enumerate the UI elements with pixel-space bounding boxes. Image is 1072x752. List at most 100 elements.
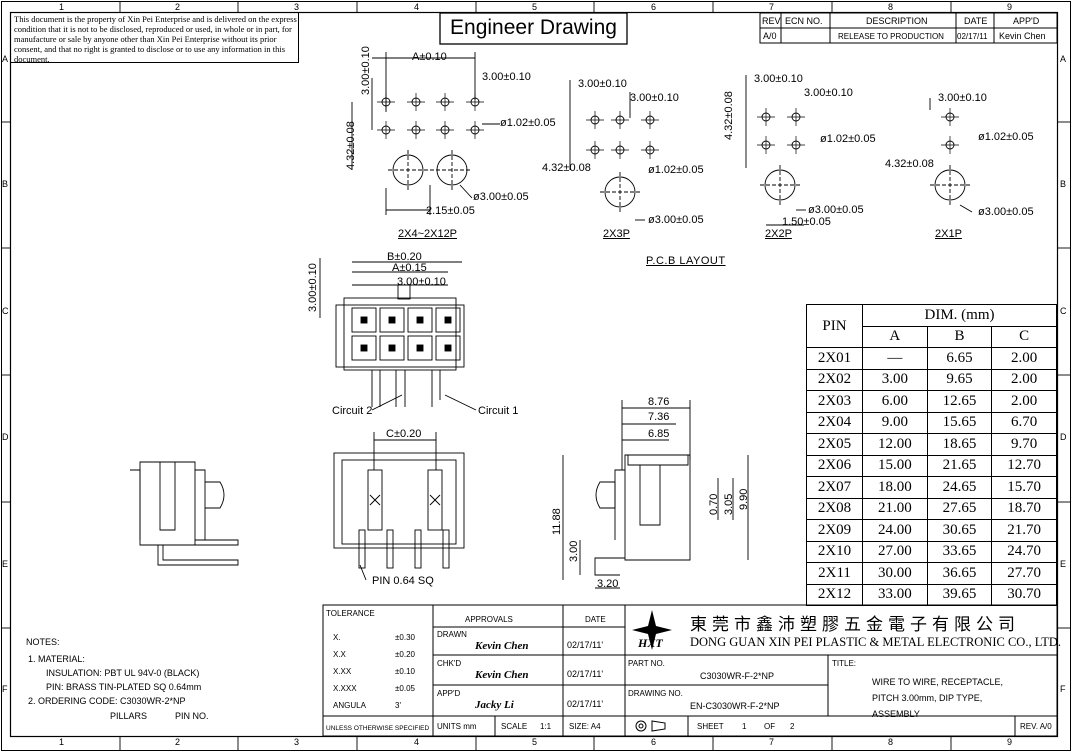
dim-cell: 21.70 bbox=[991, 519, 1057, 542]
side-dim-0-70: 0.70 bbox=[708, 493, 720, 515]
appd-signature: Jacky Li bbox=[475, 699, 514, 711]
grid-column-label: 4 bbox=[414, 2, 420, 12]
title-line-2: PITCH 3.00mm, DIP TYPE, bbox=[872, 693, 983, 703]
dim-cell: 24.70 bbox=[991, 540, 1057, 563]
dim-cell: 9.70 bbox=[991, 433, 1057, 456]
part-no-value: C3030WR-F-2*NP bbox=[700, 671, 775, 681]
company-english-name: DONG GUAN XIN PEI PLASTIC & METAL ELECTR… bbox=[690, 635, 1061, 649]
pcb-c-dim-pitch-2: 3.00±0.10 bbox=[804, 87, 853, 99]
tolerance-class: ANGULA bbox=[333, 701, 366, 710]
pcb-b-label: 2X3P bbox=[603, 228, 630, 240]
pcb-a-dim-pitch: 3.00±0.10 bbox=[482, 71, 531, 83]
pcb-b-dim-pitch-1: 3.00±0.10 bbox=[578, 78, 627, 90]
dim-cell: 36.65 bbox=[926, 562, 993, 585]
grid-column-label: 2 bbox=[175, 737, 181, 747]
pin-cell: 2X06 bbox=[806, 454, 863, 477]
pcb-d-label: 2X1P bbox=[935, 228, 962, 240]
dim-cell: 24.00 bbox=[862, 519, 928, 542]
side-dim-9-90: 9.90 bbox=[738, 488, 750, 510]
grid-row-label: F bbox=[2, 684, 8, 694]
dim-cell: 12.00 bbox=[862, 433, 928, 456]
pcb-c-label: 2X2P bbox=[765, 228, 792, 240]
rev-value: A/0 bbox=[763, 31, 777, 41]
tolerance-class: X. bbox=[333, 633, 341, 642]
col-c-header: C bbox=[991, 325, 1057, 348]
pcb-a-dim-peg: ø3.00±0.05 bbox=[473, 191, 529, 203]
grid-column-label: 9 bbox=[1007, 737, 1013, 747]
grid-column-label: 6 bbox=[651, 2, 657, 12]
grid-column-label: 5 bbox=[532, 2, 538, 12]
rev-block-value: REV. A/0 bbox=[1020, 722, 1052, 731]
pcb-c-dim-offset: 1.50±0.05 bbox=[782, 216, 831, 228]
tolerance-class: X.XXX bbox=[333, 684, 357, 693]
size-value: SIZE: A4 bbox=[569, 722, 601, 731]
notes-header: NOTES: bbox=[26, 637, 60, 647]
grid-column-label: 5 bbox=[532, 737, 538, 747]
dim-header: DIM. (mm) bbox=[862, 304, 1057, 327]
pin-cell: 2X09 bbox=[806, 519, 863, 542]
dim-cell: 18.00 bbox=[862, 476, 928, 499]
grid-column-label: 7 bbox=[769, 2, 775, 12]
tolerance-header: TOLERANCE bbox=[326, 609, 375, 618]
dim-cell: 12.65 bbox=[926, 390, 993, 413]
dim-cell: 30.00 bbox=[862, 562, 928, 585]
grid-column-label: 3 bbox=[294, 737, 300, 747]
appd-label: APP'D bbox=[437, 689, 461, 698]
dim-cell: 2.00 bbox=[991, 368, 1057, 391]
tolerance-value: ±0.10 bbox=[395, 667, 415, 676]
dim-cell: 15.70 bbox=[991, 476, 1057, 499]
pin-cell: 2X02 bbox=[806, 368, 863, 391]
approvals-date-header: DATE bbox=[585, 615, 606, 624]
notes-insulation: INSULATION: PBT UL 94V-0 (BLACK) bbox=[46, 668, 200, 678]
chkd-signature: Kevin Chen bbox=[475, 669, 529, 681]
front-dim-b: B±0.20 bbox=[387, 251, 422, 263]
side-dim-7-36: 7.36 bbox=[648, 411, 670, 423]
pcb-d-dim-height: 4.32±0.08 bbox=[885, 158, 934, 170]
grid-row-label: A bbox=[2, 54, 9, 64]
dim-cell: 30.70 bbox=[991, 583, 1057, 606]
front-dim-a: A±0.15 bbox=[392, 262, 427, 274]
pcb-b-dim-pitch-2: 3.00±0.10 bbox=[630, 92, 679, 104]
chkd-label: CHK'D bbox=[437, 659, 462, 668]
pcb-a-dim-a: A±0.10 bbox=[412, 51, 447, 63]
pcb-d-dim-hole: ø1.02±0.05 bbox=[978, 131, 1034, 143]
dim-cell: 9.65 bbox=[926, 368, 993, 391]
units-value: UNITS mm bbox=[437, 722, 477, 731]
dim-cell: 27.70 bbox=[991, 562, 1057, 585]
notes-pin-no: PIN NO. bbox=[175, 711, 209, 721]
drawn-signature: Kevin Chen bbox=[475, 640, 529, 652]
tolerance-value: ±0.05 bbox=[395, 684, 415, 693]
title-label: TITLE: bbox=[832, 659, 857, 668]
grid-column-label: 2 bbox=[175, 2, 181, 12]
scale-value: 1:1 bbox=[540, 722, 552, 731]
pin-cell: 2X03 bbox=[806, 390, 863, 413]
grid-column-label: 4 bbox=[414, 737, 420, 747]
pcb-c-dim-pitch-1: 3.00±0.10 bbox=[754, 73, 803, 85]
title-line-1: WIRE TO WIRE, RECEPTACLE, bbox=[872, 677, 1004, 687]
grid-column-label: 1 bbox=[59, 737, 65, 747]
grid-column-label: 1 bbox=[59, 2, 65, 12]
appd-header: APP'D bbox=[1013, 16, 1040, 26]
grid-column-label: 6 bbox=[651, 737, 657, 747]
dim-cell: 12.70 bbox=[991, 454, 1057, 477]
appd-value: Kevin Chen bbox=[999, 31, 1046, 41]
pcb-a-dim-hole: ø1.02±0.05 bbox=[500, 117, 556, 129]
grid-row-label: B bbox=[2, 179, 9, 189]
side-dim-8-76: 8.76 bbox=[648, 396, 670, 408]
company-chinese-name: 東莞市鑫沛塑膠五金電子有限公司 bbox=[690, 615, 1020, 635]
dim-cell: 15.65 bbox=[926, 411, 993, 434]
grid-column-label: 7 bbox=[769, 737, 775, 747]
dim-cell: 33.65 bbox=[926, 540, 993, 563]
dim-cell: 9.00 bbox=[862, 411, 928, 434]
dim-cell: — bbox=[862, 347, 928, 370]
drawing-no-label: DRAWING NO. bbox=[628, 689, 683, 698]
dim-cell: 27.00 bbox=[862, 540, 928, 563]
dim-cell: 15.00 bbox=[862, 454, 928, 477]
